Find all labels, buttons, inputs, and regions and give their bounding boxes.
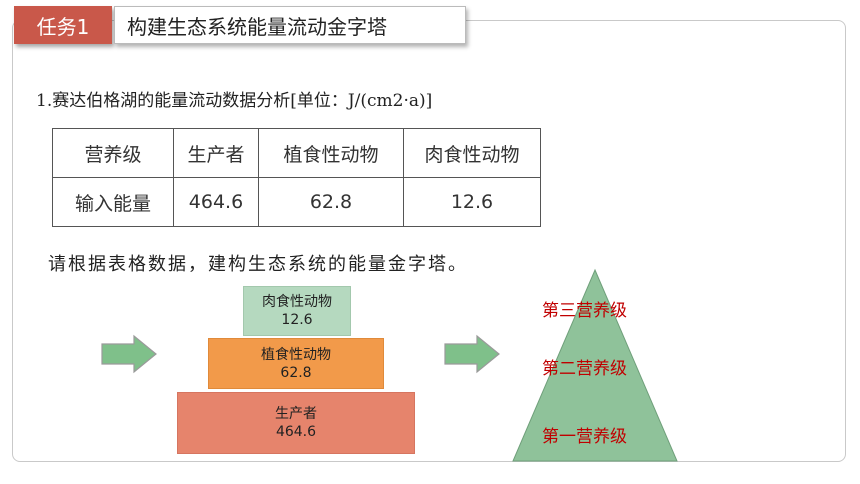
block-value: 62.8 (280, 364, 312, 381)
level-label-second: 第二营养级 (542, 359, 627, 379)
block-name: 生产者 (275, 406, 317, 422)
pyramid-block-top: 肉食性动物 12.6 (243, 286, 351, 336)
table-header-cell: 营养级 (52, 128, 174, 178)
table-header-cell: 肉食性动物 (403, 128, 541, 178)
task-title: 构建生态系统能量流动金字塔 (114, 6, 466, 44)
table-cell: 62.8 (258, 177, 404, 227)
right-arrow-icon (101, 334, 157, 374)
task-badge: 任务1 (14, 6, 112, 44)
table-header-cell: 植食性动物 (258, 128, 404, 178)
block-name: 植食性动物 (261, 346, 331, 363)
instruction-text: 请根据表格数据，建构生态系统的能量金字塔。 (48, 254, 468, 275)
level-label-first: 第一营养级 (542, 427, 627, 447)
pyramid-block-bottom: 生产者 464.6 (177, 392, 415, 454)
subtitle: 1.赛达伯格湖的能量流动数据分析[单位：J/(cm2·a)] (36, 91, 433, 111)
right-arrow-icon (444, 334, 500, 374)
table-header-cell: 生产者 (173, 128, 259, 178)
block-value: 12.6 (281, 312, 313, 328)
table-cell: 464.6 (173, 177, 259, 227)
table-row: 输入能量 464.6 62.8 12.6 (52, 177, 541, 227)
block-value: 464.6 (275, 424, 317, 440)
table-cell: 输入能量 (52, 177, 174, 227)
pyramid-block-middle: 植食性动物 62.8 (208, 338, 384, 389)
level-label-third: 第三营养级 (542, 301, 627, 321)
block-name: 肉食性动物 (262, 294, 332, 310)
trophic-level-triangle (512, 268, 678, 462)
table-cell: 12.6 (403, 177, 541, 227)
table-header-row: 营养级 生产者 植食性动物 肉食性动物 (52, 128, 541, 178)
energy-table: 营养级 生产者 植食性动物 肉食性动物 输入能量 464.6 62.8 12.6 (52, 128, 541, 227)
